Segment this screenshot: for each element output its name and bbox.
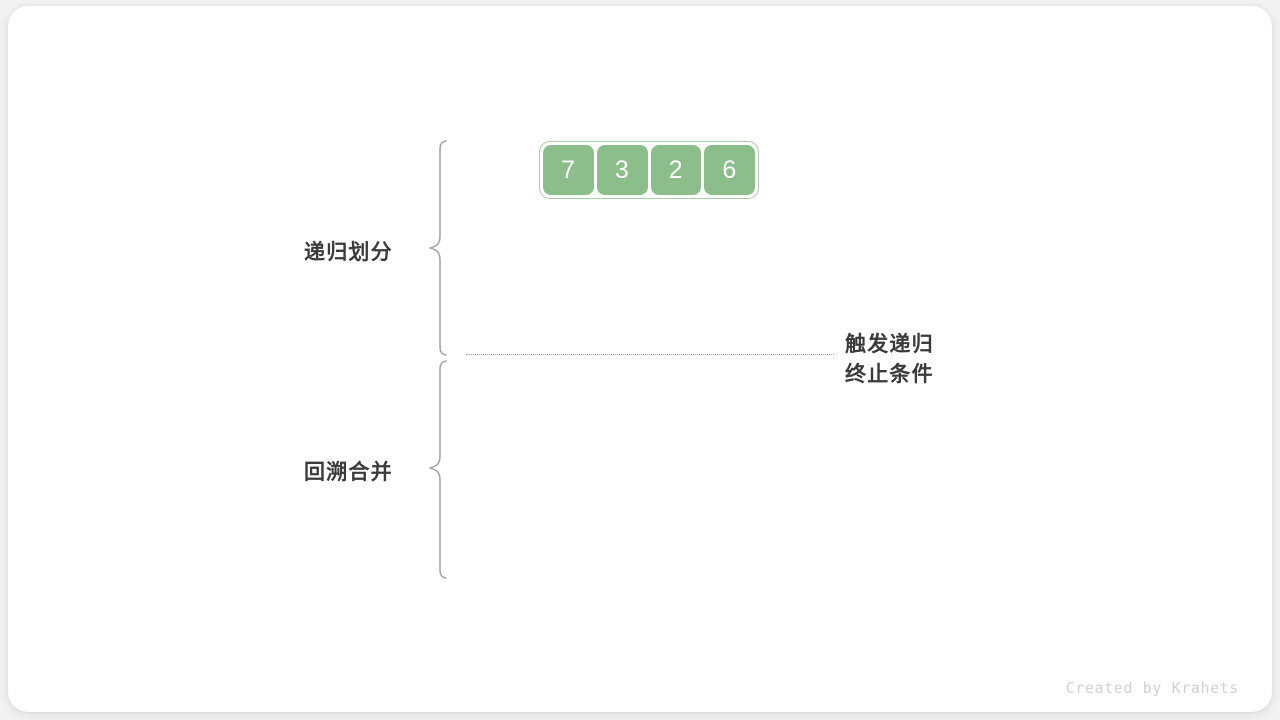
annotation-line-2: 终止条件 [845, 363, 934, 386]
watermark-credit: Created by Krahets [1065, 679, 1239, 697]
input-array: 7 3 2 6 [539, 141, 759, 199]
figure-card [8, 6, 1272, 712]
array-cell: 2 [650, 145, 702, 195]
divide-phase-label: 递归划分 [304, 241, 393, 264]
merge-phase-label: 回溯合并 [304, 461, 393, 484]
annotation-line-1: 触发递归 [845, 333, 934, 356]
array-cell: 3 [596, 145, 648, 195]
divide-brace [429, 140, 447, 356]
merge-brace [429, 360, 447, 579]
array-cell: 6 [704, 145, 755, 195]
recursion-boundary-line [466, 354, 834, 355]
phase-braces [429, 140, 447, 579]
recursion-terminate-annotation: 触发递归 终止条件 [845, 330, 934, 390]
array-cell: 7 [543, 145, 594, 195]
